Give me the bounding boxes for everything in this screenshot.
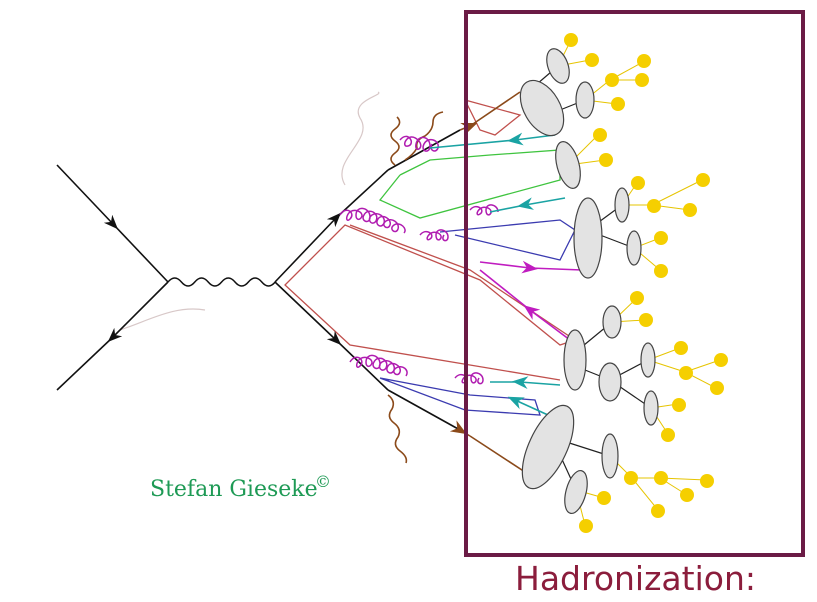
cluster	[555, 141, 581, 189]
cluster	[564, 469, 588, 515]
parton-arrows	[429, 132, 583, 416]
hadron	[700, 474, 714, 488]
hadron	[635, 73, 649, 87]
soft-radiation	[119, 91, 380, 331]
hadrons	[564, 33, 728, 533]
clusters	[519, 48, 659, 515]
cluster	[575, 81, 595, 119]
hadron	[647, 199, 661, 213]
cluster	[626, 230, 642, 266]
photon-propagator	[167, 277, 276, 287]
copyright-symbol: ©	[315, 472, 331, 491]
hadron	[611, 97, 625, 111]
hadron	[637, 54, 651, 68]
cluster	[573, 197, 603, 279]
hadron	[710, 381, 724, 395]
hadron	[696, 173, 710, 187]
cluster	[598, 362, 622, 402]
hadron	[630, 291, 644, 305]
hadron	[579, 519, 593, 533]
cluster	[643, 390, 659, 426]
hadron	[654, 471, 668, 485]
cluster	[519, 79, 565, 137]
hadron	[654, 231, 668, 245]
credit-text: Stefan Gieseke	[150, 477, 318, 502]
hadron	[683, 203, 697, 217]
cluster	[602, 305, 622, 339]
gluons	[339, 135, 499, 385]
hadron	[593, 128, 607, 142]
cluster	[614, 187, 630, 223]
hadron	[674, 341, 688, 355]
hadron	[639, 313, 653, 327]
radiated-photons	[387, 91, 526, 473]
hadronization-box	[464, 10, 805, 557]
hadron	[631, 176, 645, 190]
hadron	[651, 504, 665, 518]
cluster	[640, 342, 656, 378]
hadron	[661, 428, 675, 442]
cluster	[601, 433, 619, 479]
hadron	[564, 33, 578, 47]
hadron	[654, 264, 668, 278]
hadronization-caption: Hadronization:	[515, 559, 756, 598]
hadron	[597, 491, 611, 505]
hadron	[679, 366, 693, 380]
hadron	[714, 353, 728, 367]
cluster	[563, 329, 587, 391]
hadron	[680, 488, 694, 502]
cluster	[546, 48, 570, 84]
hadron	[672, 398, 686, 412]
hadron	[599, 153, 613, 167]
hadron	[585, 53, 599, 67]
cluster	[521, 404, 575, 490]
hadron	[624, 471, 638, 485]
hadron	[605, 73, 619, 87]
